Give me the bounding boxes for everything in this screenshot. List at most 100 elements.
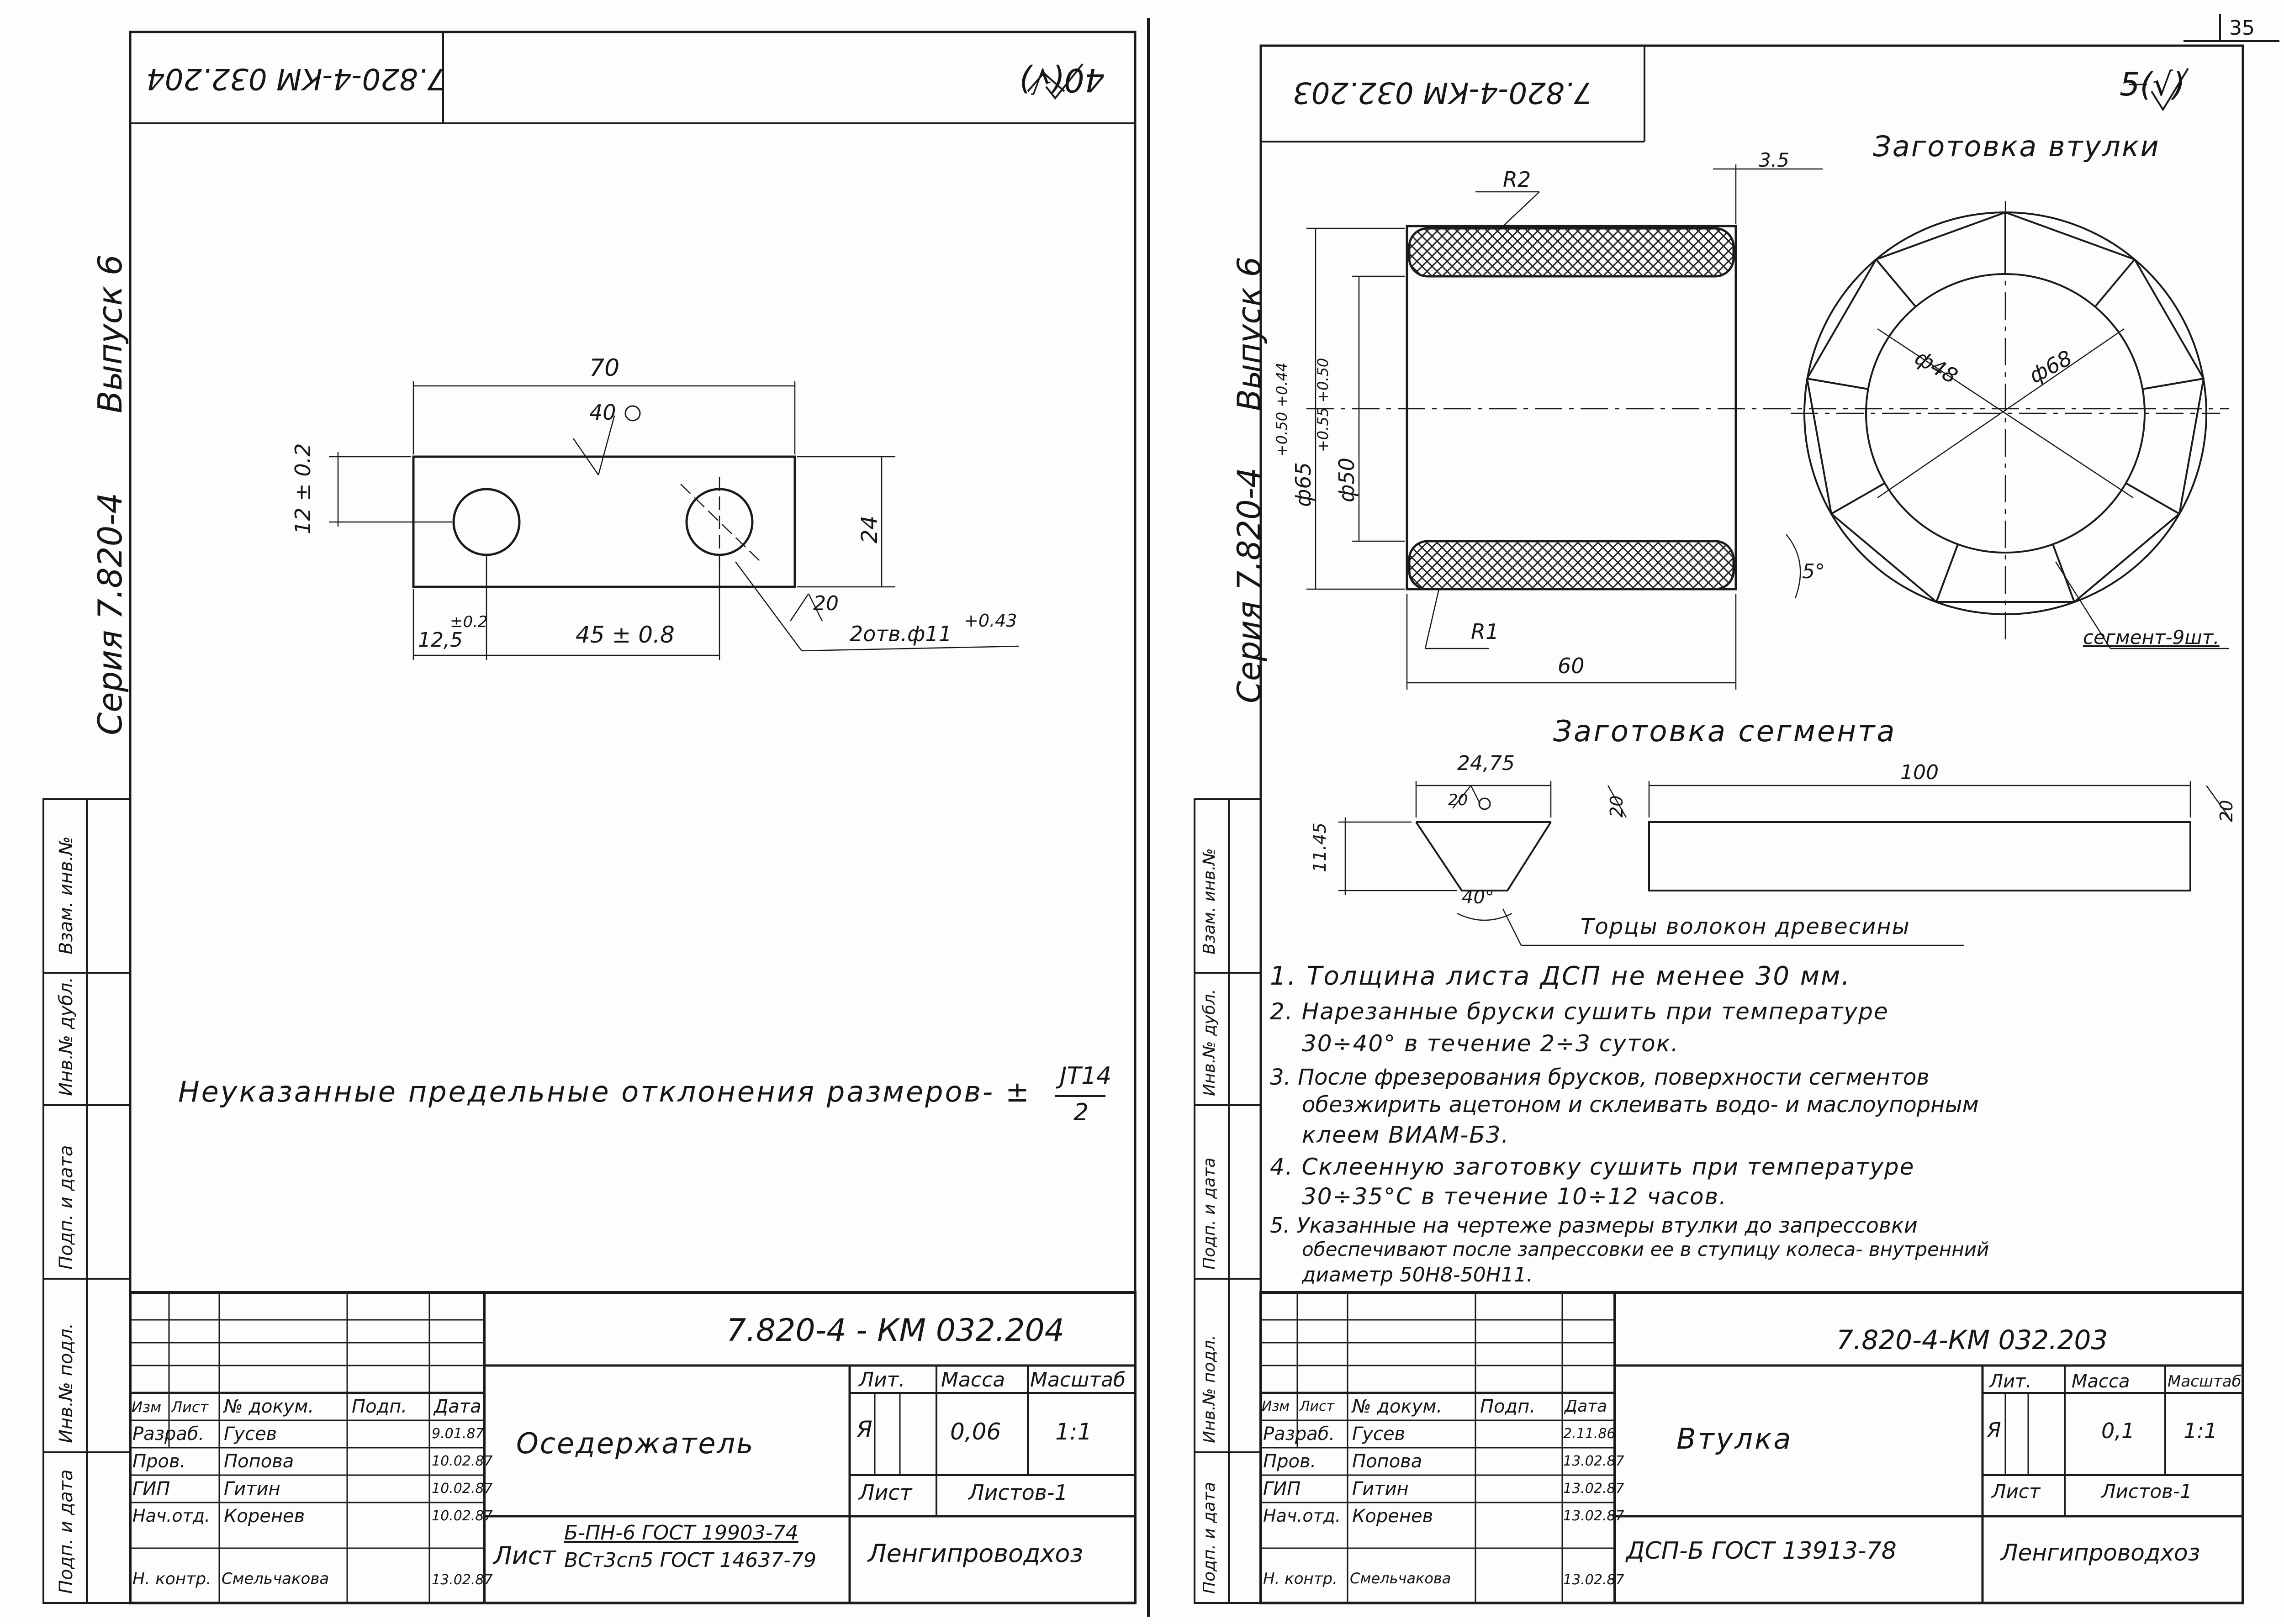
dim-length: 60	[1558, 654, 1585, 678]
right-stamp-3: Подп. и дата	[1200, 1157, 1219, 1270]
right-row-name: Гитин	[1352, 1478, 1409, 1499]
dim-height: 24	[857, 515, 883, 543]
left-row-date: 9.01.87	[432, 1426, 484, 1442]
dim-r2: R2	[1503, 167, 1531, 192]
left-org: Ленгипроводхоз	[868, 1539, 1084, 1568]
left-hdr-list: Лист	[171, 1398, 209, 1416]
segment-title: Заготовка сегмента	[1553, 715, 1897, 749]
dim-seg-angle: 40°	[1462, 887, 1494, 908]
left-row-role: Разраб.	[132, 1424, 205, 1445]
note-line: 30÷35°С в течение 10÷12 часов.	[1302, 1183, 1727, 1210]
left-scale-value: 1:1	[1055, 1418, 1092, 1445]
right-row-date: 13.02.87	[1563, 1481, 1624, 1497]
note-line: обеспечивают после запрессовки ее в ступ…	[1302, 1238, 1989, 1260]
left-note-denominator: 2	[1073, 1099, 1089, 1126]
page-number: 35	[2229, 16, 2255, 40]
left-lit-value: Я	[856, 1416, 872, 1443]
dim-segments: сегмент-9шт.	[2083, 626, 2220, 649]
right-row-date: 13.02.87	[1563, 1572, 1624, 1588]
fibers-label: Торцы волокон древесины	[1581, 914, 1910, 939]
dim-spacing: 45 ± 0.8	[576, 622, 675, 648]
dim-gap: 3.5	[1759, 149, 1789, 171]
left-note: Неуказанные предельные отклонения размер…	[178, 1075, 1031, 1108]
dim-outer-tol: +0.50 +0.44	[1273, 362, 1290, 457]
left-title-code: 7.820-4 - КМ 032.204	[726, 1313, 1064, 1349]
note-line: 5. Указанные на чертеже размеры втулки д…	[1270, 1213, 1918, 1238]
dim-angle: 5°	[1802, 560, 1825, 583]
dim-outer: ф65	[1291, 462, 1316, 507]
right-row-name: Коренев	[1352, 1506, 1433, 1527]
note-line: обезжирить ацетоном и склеивать водо- и …	[1302, 1092, 1979, 1118]
right-hdr-doc: № докум.	[1352, 1396, 1443, 1417]
left-material-top: Б-ПН-6 ГОСТ 19903-74	[564, 1521, 798, 1545]
dim-width: 70	[589, 354, 620, 382]
note-line: клеем ВИАМ-Б3.	[1302, 1122, 1510, 1148]
right-top-roughness: 5(√)	[2120, 66, 2185, 103]
left-scale-label: Масштаб	[1030, 1368, 1126, 1392]
left-row-name: Гусев	[224, 1424, 277, 1445]
dim-edge-tol: ±0.2	[450, 613, 488, 631]
note-line: 2. Нарезанные бруски сушить при температ…	[1270, 998, 1889, 1025]
right-series-label: Серия 7.820-4	[1231, 467, 1268, 703]
left-row-name: Гитин	[224, 1478, 280, 1499]
right-row-role: Н. контр.	[1263, 1570, 1338, 1588]
right-hdr-date: Дата	[1565, 1397, 1607, 1416]
left-row-name: Смельчакова	[222, 1570, 329, 1588]
left-row-name: Коренев	[224, 1506, 305, 1527]
right-stamp-5: Подп. и дата	[1200, 1482, 1219, 1594]
right-hdr-izm: Изм	[1262, 1398, 1290, 1414]
dim-seg-h: 11.45	[1310, 823, 1330, 872]
left-row-name: Попова	[224, 1451, 294, 1472]
left-top-code: 7.820-4-КМ 032.204	[146, 62, 446, 95]
right-issue-label: Выпуск 6	[1231, 256, 1268, 411]
right-hdr-sign: Подп.	[1480, 1396, 1536, 1417]
right-scale-label: Масштаб	[2168, 1372, 2242, 1391]
right-scale-value: 1:1	[2184, 1418, 2218, 1443]
right-mass-value: 0,1	[2101, 1418, 2135, 1443]
right-lit-label: Лит.	[1989, 1371, 2032, 1392]
dim-inner: ф50	[1334, 458, 1359, 502]
left-mass-value: 0,06	[950, 1418, 1001, 1445]
right-title-code: 7.820-4-КМ 032.203	[1836, 1324, 2108, 1355]
left-row-role: Пров.	[132, 1451, 186, 1472]
left-issue-label: Выпуск 6	[91, 254, 129, 413]
dim-roughness-top: 40	[589, 400, 616, 425]
left-row-date: 10.02.87	[432, 1508, 493, 1524]
left-stamp-2: Инв.№ дубл.	[56, 977, 77, 1096]
right-stamp-4: Инв.№ подл.	[1200, 1335, 1219, 1443]
left-lit-label: Лит.	[859, 1368, 905, 1392]
left-note-numerator: JT14	[1060, 1062, 1112, 1090]
right-row-role: Разраб.	[1263, 1424, 1335, 1445]
dim-hole-offset: 12 ± 0.2	[291, 443, 315, 534]
left-row-date: 10.02.87	[432, 1453, 493, 1469]
left-row-date: 13.02.87	[432, 1572, 493, 1588]
left-hdr-izm: Изм	[132, 1398, 162, 1416]
right-row-role: Пров.	[1263, 1451, 1316, 1472]
right-row-name: Смельчакова	[1350, 1570, 1451, 1587]
note-line: диаметр 50Н8-50Н11.	[1302, 1263, 1533, 1287]
left-hdr-sign: Подп.	[352, 1396, 407, 1417]
dim-holes-tol: +0.43	[964, 611, 1017, 631]
note-line: 4. Склеенную заготовку сушить при темпер…	[1270, 1154, 1915, 1180]
right-material: ДСП-Б ГОСТ 13913-78	[1626, 1537, 1897, 1565]
dim-inner-tol: +0.55 +0.50	[1314, 358, 1332, 452]
dim-seg-top: 24,75	[1457, 752, 1515, 775]
dim-seg-rough: 20	[1448, 791, 1468, 809]
left-stamp-3: Подп. и дата	[56, 1145, 77, 1270]
left-row-role: Нач.отд.	[132, 1506, 211, 1526]
left-series-label: Серия 7.820-4	[91, 492, 129, 735]
right-stamp-1: Взам. инв.№	[1200, 848, 1219, 954]
right-row-name: Попова	[1352, 1451, 1422, 1472]
right-org: Ленгипроводхоз	[2001, 1540, 2200, 1566]
left-mass-label: Масса	[941, 1368, 1005, 1392]
dim-edge: 12,5	[418, 628, 463, 652]
dim-holes: 2отв.ф11	[850, 622, 952, 646]
left-material-prefix: Лист	[493, 1541, 556, 1570]
right-top-code: 7.820-4-КМ 032.203	[1293, 75, 1592, 109]
right-hdr-list: Лист	[1300, 1398, 1335, 1414]
dim-seg-r-left: 20	[1607, 795, 1627, 817]
note-line: 1. Толщина листа ДСП не менее 30 мм.	[1270, 961, 1851, 991]
left-sheet-label: Лист	[859, 1480, 912, 1505]
